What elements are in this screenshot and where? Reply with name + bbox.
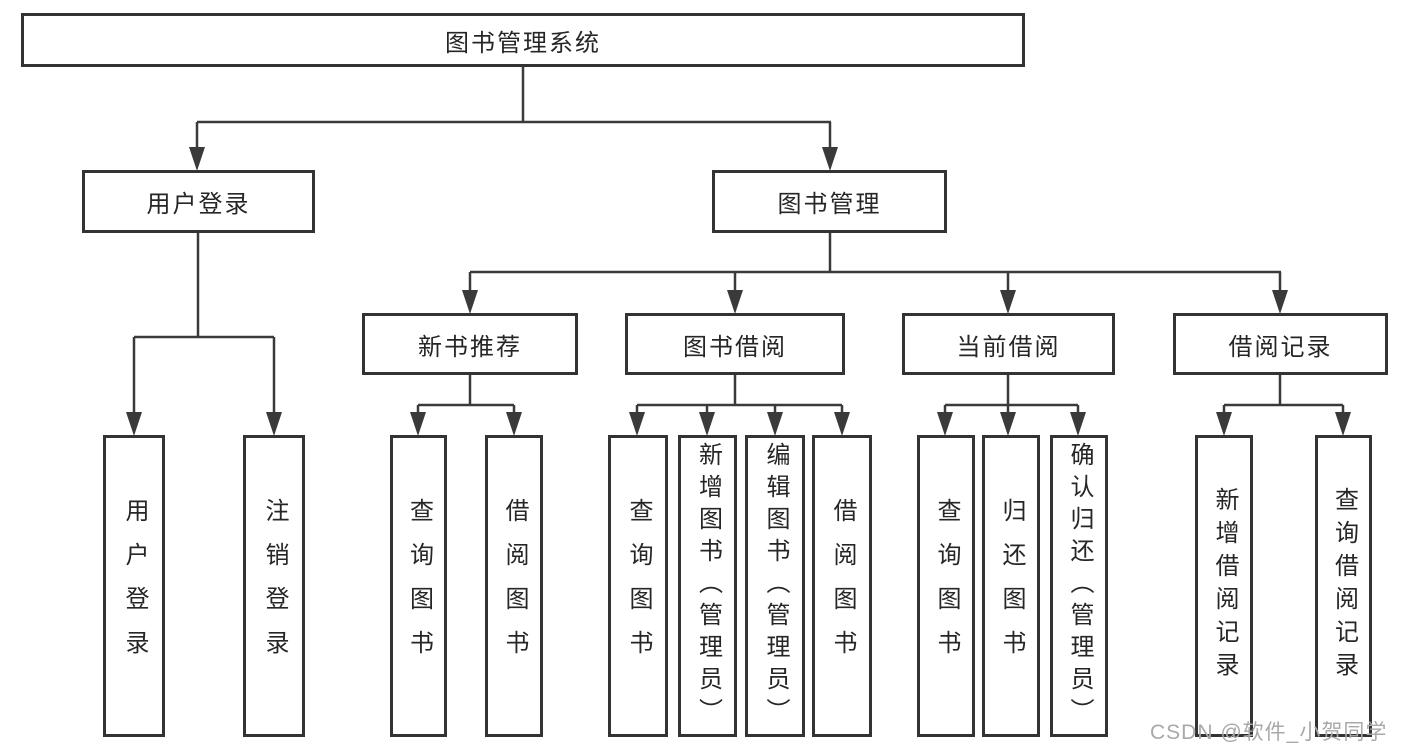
leaf-confirm-return-admin-label: 确认归还（管理员） — [1066, 442, 1093, 730]
leaf-query-books-borrow: 查询图书 — [608, 435, 668, 737]
leaf-confirm-return-admin: 确认归还（管理员） — [1050, 435, 1108, 737]
node-book-borrow: 图书借阅 — [625, 313, 845, 375]
leaf-query-borrow-record-label: 查询借阅记录 — [1330, 487, 1358, 685]
leaf-query-borrow-record: 查询借阅记录 — [1315, 435, 1372, 737]
leaf-add-book-admin-label: 新增图书（管理员） — [694, 442, 722, 730]
leaf-add-borrow-record: 新增借阅记录 — [1195, 435, 1253, 737]
node-current-borrow-label: 当前借阅 — [956, 333, 1061, 361]
leaf-edit-book-admin: 编辑图书（管理员） — [745, 435, 805, 737]
leaf-query-books-current-label: 查询图书 — [933, 498, 960, 674]
csdn-watermark: CSDN @软件_小贺同学 — [1150, 721, 1388, 744]
node-borrow-records: 借阅记录 — [1173, 313, 1388, 375]
node-borrow-records-label: 借阅记录 — [1228, 333, 1333, 361]
leaf-add-book-admin: 新增图书（管理员） — [678, 435, 737, 737]
leaf-return-book: 归还图书 — [982, 435, 1040, 737]
leaf-borrow-books-recommend-label: 借阅图书 — [501, 498, 528, 674]
leaf-query-books-recommend-label: 查询图书 — [405, 498, 433, 674]
node-root-label: 图书管理系统 — [445, 29, 601, 57]
node-user-login: 用户登录 — [82, 170, 315, 233]
leaf-user-login: 用户登录 — [103, 435, 165, 737]
node-book-management-label: 图书管理 — [777, 191, 882, 218]
node-root: 图书管理系统 — [21, 13, 1025, 67]
leaf-logout: 注销登录 — [243, 435, 305, 737]
node-new-book-recommend-label: 新书推荐 — [418, 333, 522, 361]
leaf-user-login-label: 用户登录 — [121, 498, 148, 674]
leaf-borrow-books-recommend: 借阅图书 — [485, 435, 543, 737]
leaf-query-books-recommend: 查询图书 — [390, 435, 447, 737]
leaf-logout-label: 注销登录 — [261, 498, 288, 674]
node-user-login-label: 用户登录 — [146, 191, 251, 218]
leaf-query-books-current: 查询图书 — [917, 435, 975, 737]
leaf-edit-book-admin-label: 编辑图书（管理员） — [762, 442, 789, 730]
leaf-add-borrow-record-label: 新增借阅记录 — [1211, 487, 1238, 685]
node-current-borrow: 当前借阅 — [902, 313, 1115, 375]
leaf-query-books-borrow-label: 查询图书 — [625, 498, 652, 674]
leaf-borrow-books-label: 借阅图书 — [829, 498, 856, 674]
leaf-return-book-label: 归还图书 — [998, 498, 1025, 674]
leaf-borrow-books: 借阅图书 — [812, 435, 872, 737]
node-book-management: 图书管理 — [712, 170, 947, 233]
node-new-book-recommend: 新书推荐 — [362, 313, 578, 375]
node-book-borrow-label: 图书借阅 — [683, 333, 787, 361]
